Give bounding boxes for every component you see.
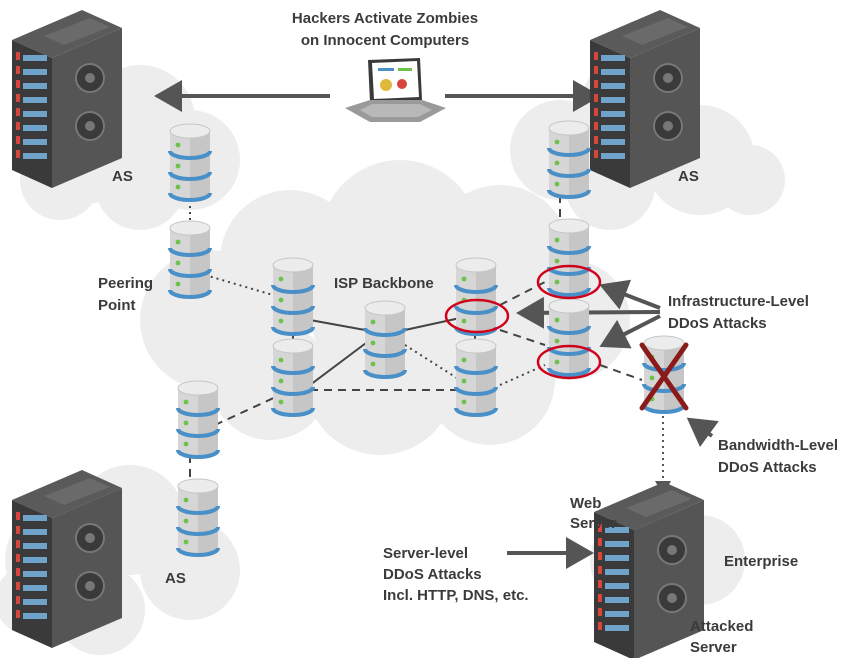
router-icon-backbone-5 <box>454 337 498 419</box>
router-icon-backbone-1 <box>271 256 315 338</box>
isp-backbone-label: ISP Backbone <box>334 275 434 292</box>
bandwidth-arrow <box>686 417 719 448</box>
peering-label-line-1: Peering <box>98 275 153 292</box>
router-icon-backbone-3 <box>454 256 498 338</box>
router-icon-peering <box>168 219 212 301</box>
router-icon-bottom-1 <box>176 379 220 461</box>
peering-label-line-2: Point <box>98 297 136 314</box>
link-solid <box>309 339 371 386</box>
as-label-top-left: AS <box>112 168 133 185</box>
bandwidth-label-line-1: Bandwidth-Level <box>718 437 838 454</box>
attacked-server-icon <box>593 481 705 661</box>
infra-label-line-2: DDoS Attacks <box>668 315 767 332</box>
router-icon-backbone-2 <box>363 299 407 381</box>
enterprise-label: Enterprise <box>724 553 798 570</box>
link-dotted <box>499 364 546 386</box>
link-solid <box>404 317 461 331</box>
server-tower-icon-top-right <box>589 9 701 189</box>
link-dashed <box>499 329 546 346</box>
server-attack-label-line-2: DDoS Attacks <box>383 566 482 583</box>
attack-ring <box>536 264 602 300</box>
web-server-label-line-1: Web <box>570 495 601 512</box>
attack-arrows <box>154 80 719 569</box>
server-tower-icon-top-left <box>11 9 123 189</box>
link-dashed <box>214 394 281 426</box>
title-line-1: Hackers Activate Zombies <box>292 10 478 27</box>
attack-ring <box>536 344 602 380</box>
router-icon-backbone-4 <box>271 337 315 419</box>
web-server-label-line-2: Server <box>570 515 617 532</box>
bandwidth-label-line-2: DDoS Attacks <box>718 459 817 476</box>
router-icon-edge-1 <box>547 217 591 299</box>
link-solid <box>309 319 366 331</box>
router-icon-edge-2 <box>547 297 591 379</box>
router-icon-as-top-right <box>547 119 591 201</box>
cross-icon <box>639 342 689 411</box>
infra-arrow-3 <box>599 314 661 349</box>
attack-rings <box>444 264 602 380</box>
server-attack-label-line-3: Incl. HTTP, DNS, etc. <box>383 587 529 604</box>
laptop-icon <box>345 58 446 122</box>
router-icon-as-top-left <box>168 122 212 204</box>
router-icon-bottom-2 <box>176 477 220 559</box>
infra-arrow-1 <box>599 279 661 310</box>
attacked-server-label-line-1: Attacked <box>690 618 753 635</box>
as-label-top-right: AS <box>678 168 699 185</box>
title-line-2: on Innocent Computers <box>301 32 469 49</box>
server-tower-icon-bottom-left <box>11 469 123 649</box>
server-attack-label-line-1: Server-level <box>383 545 468 562</box>
infra-label-line-1: Infrastructure-Level <box>668 293 809 310</box>
link-dotted <box>404 344 461 381</box>
link-dashed <box>599 364 643 381</box>
as-label-bottom-left: AS <box>165 570 186 587</box>
infra-arrow-2 <box>516 296 661 329</box>
attack-ring <box>444 298 510 334</box>
attacked-server-label-line-2: Server <box>690 639 737 656</box>
